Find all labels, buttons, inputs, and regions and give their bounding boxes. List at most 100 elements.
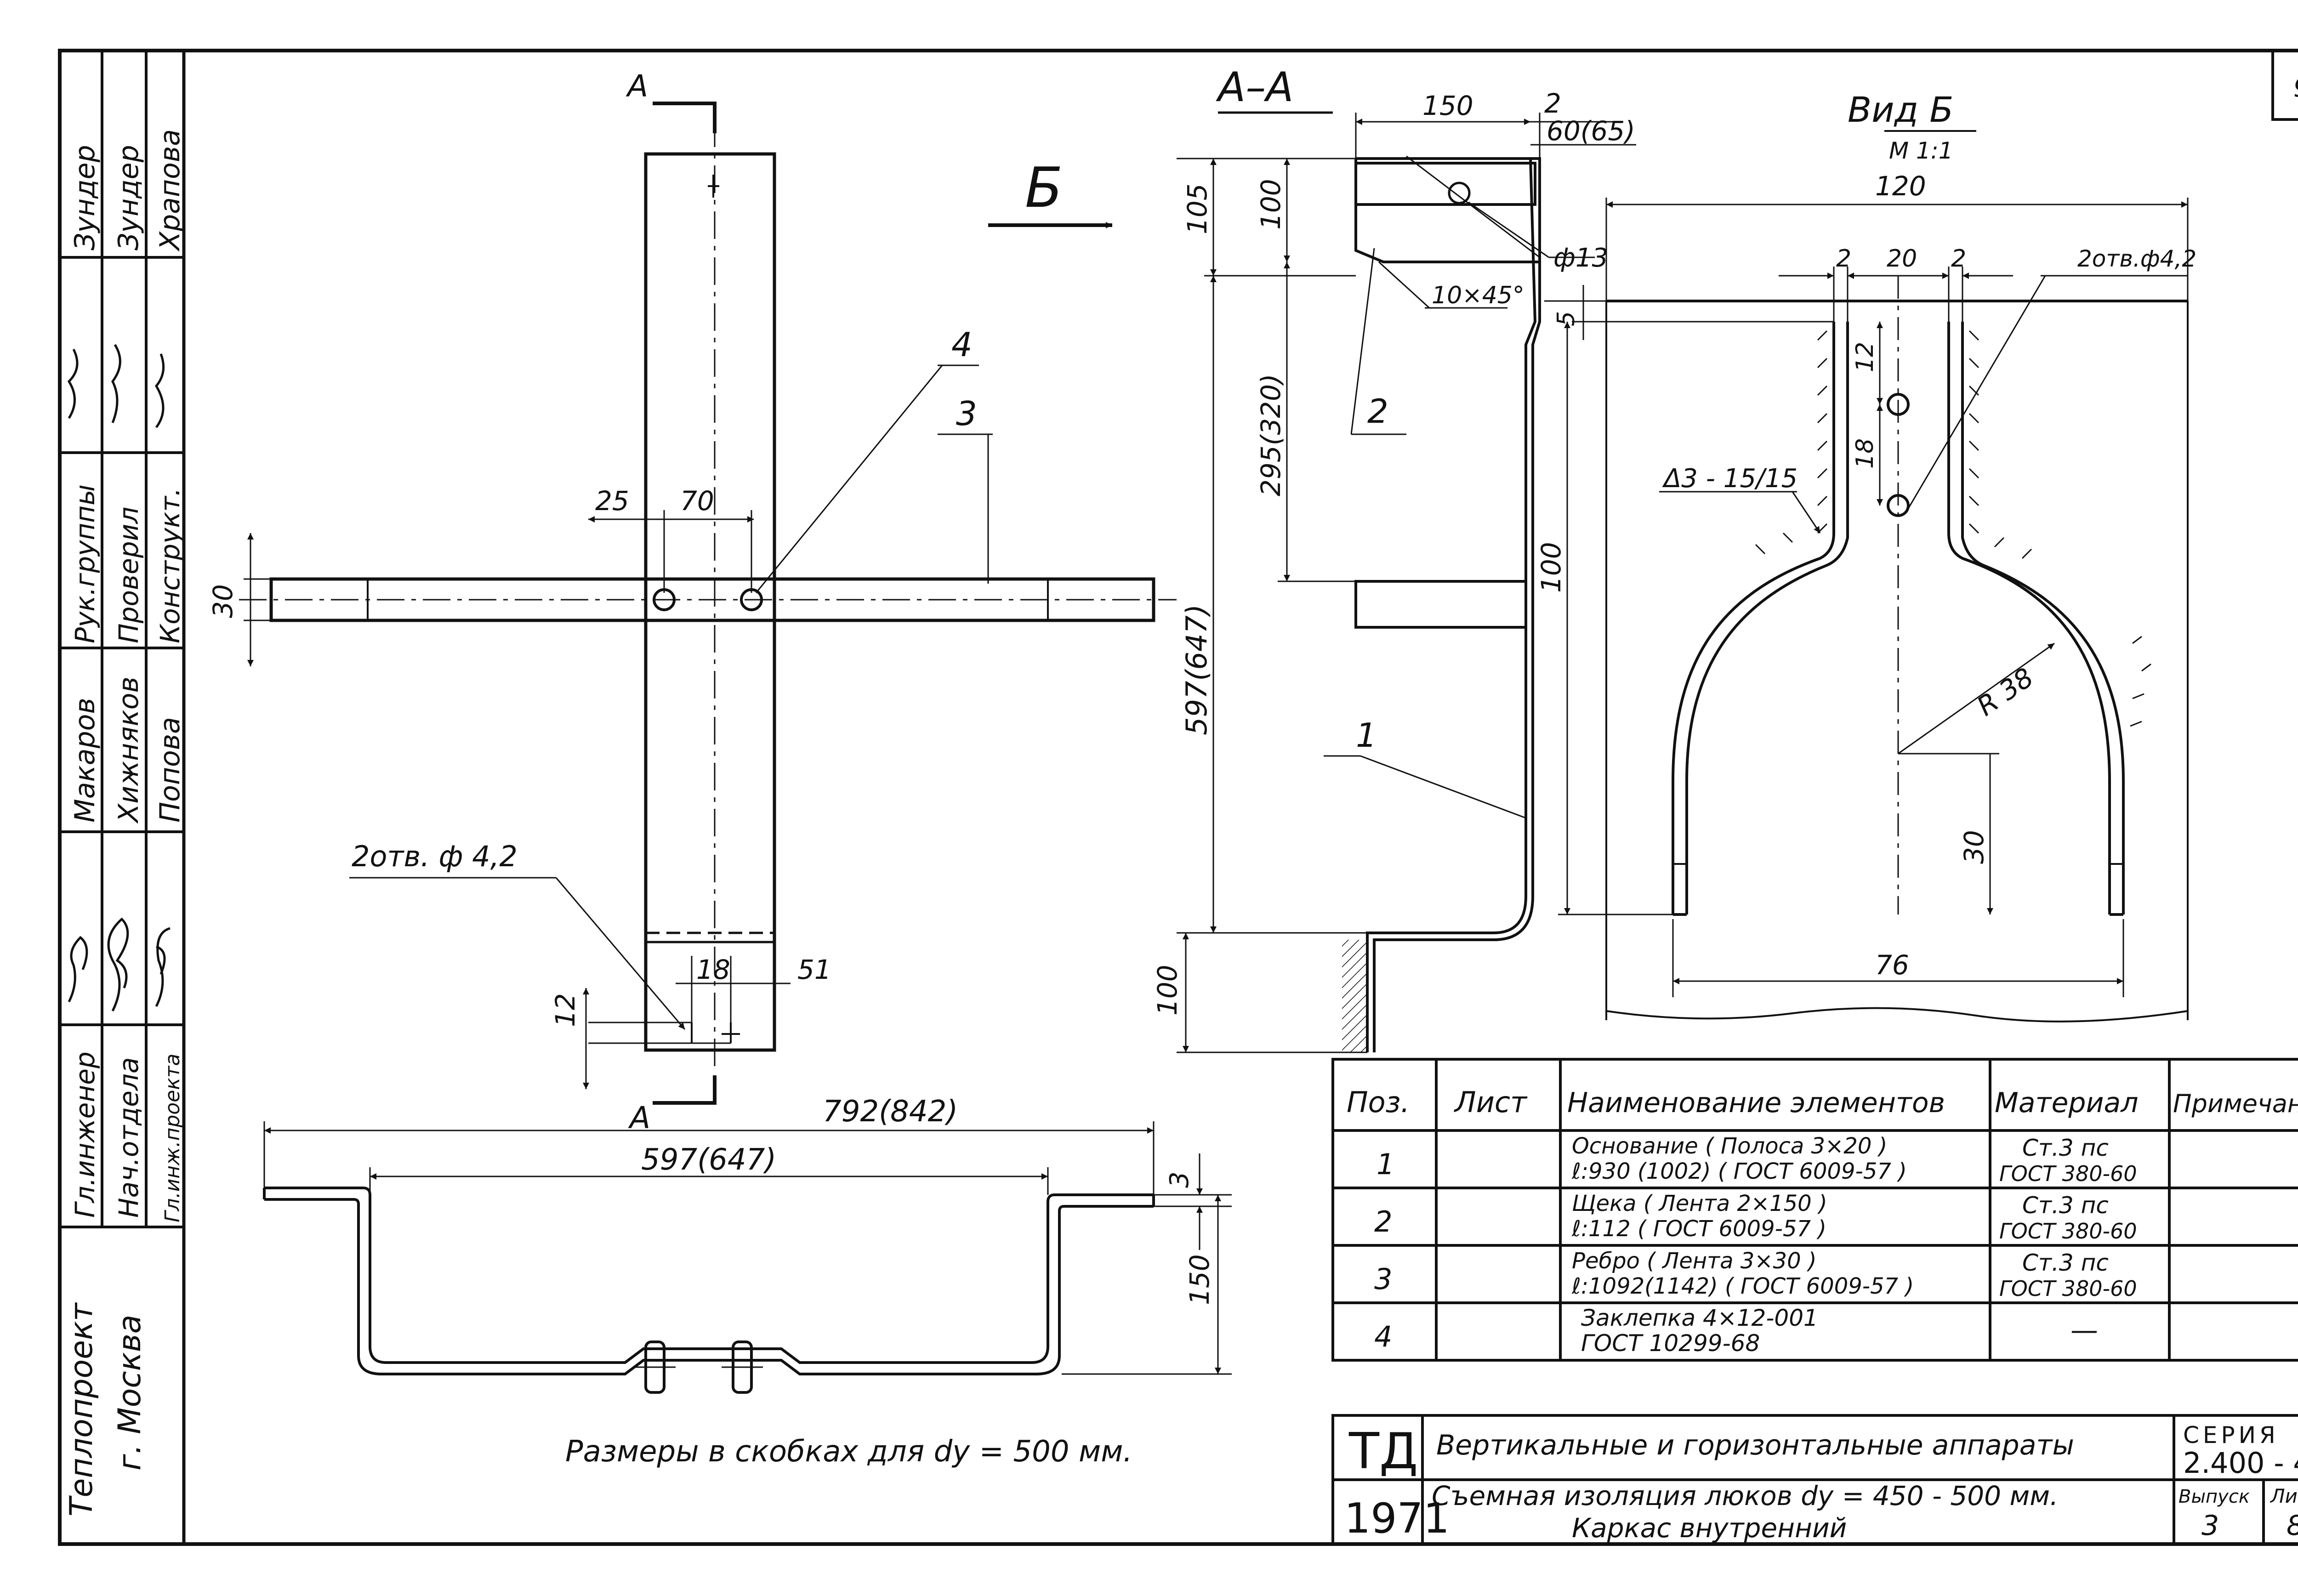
role-1: Гл.инженер [69, 1051, 101, 1218]
section-cut-marks [653, 102, 717, 1105]
series-value: 2.400 - 4 [2183, 1446, 2298, 1480]
view-arrow: Б [988, 156, 1112, 228]
dim-view-holes: 2отв.ф4,2 [2077, 245, 2196, 272]
name-5: Зундер [113, 145, 145, 250]
title-line-2: Съемная изоляция люков dу = 450 - 500 мм… [1432, 1480, 2058, 1511]
side-stamp [60, 51, 184, 1228]
dim-section-105: 105 [1182, 183, 1213, 234]
name-2: Хижняков [113, 676, 145, 824]
section-hole [1448, 182, 1471, 204]
spec-row-mat1: — [2070, 1314, 2098, 1346]
spec-table-header: Поз. Лист Наименование элементов Материа… [1347, 1085, 2298, 1119]
plan-view [239, 119, 1177, 1071]
spec-header-material: Материал [1995, 1087, 2139, 1119]
section-title: A–A [1216, 63, 1293, 111]
spec-row-name1: Щека ( Лента 2×150 ) [1572, 1191, 1827, 1216]
org-line-1: Теплопроект [63, 1302, 100, 1516]
leader-2: 2 [1367, 392, 1388, 431]
spec-row-name1: Заклепка 4×12-001 [1581, 1305, 1818, 1331]
spec-row-mat2: ГОСТ 380-60 [1999, 1219, 2137, 1244]
issue-label: Выпуск [2179, 1486, 2250, 1507]
dim-section-100a: 100 [1255, 179, 1286, 230]
view-scale: М 1:1 [1889, 137, 1953, 164]
dim-view-120: 120 [1875, 170, 1926, 202]
weld-symbol: Δ3 - 15/15 [1662, 464, 1797, 494]
dim-view-20: 20 [1887, 245, 1917, 273]
dim-section-295: 295(320) [1255, 374, 1286, 496]
organization: Теплопроект г. Москва [63, 1302, 148, 1516]
side-stamp-names: Макаров Хижняков Попова Зундер Зундер Хр… [69, 129, 186, 824]
spec-header-name: Наименование элементов [1567, 1087, 1945, 1119]
name-4: Зундер [69, 145, 101, 250]
spec-row-name1: Основание ( Полоса 3×20 ) [1572, 1133, 1887, 1159]
spec-table-grid [1331, 1058, 2298, 1362]
spec-row-pos: 4 [1374, 1320, 1392, 1353]
dim-view-r38: R 38 [1971, 662, 2039, 722]
spec-row-3: 3 Ребро ( Лента 3×30 ) ℓ:1092(1142) ( ГО… [1374, 1248, 2137, 1301]
dim-view-30: 30 [1958, 830, 1990, 864]
dim-section-60: 60(65) [1547, 115, 1635, 147]
dim-plan-holes: 2отв. ф 4,2 [352, 840, 518, 873]
spec-row-mat1: Ст.3 пс [2022, 1192, 2109, 1219]
org-line-2: г. Москва [112, 1315, 148, 1471]
dim-bottom-792: 792(842) [823, 1095, 958, 1129]
sheet-value: 84 [2287, 1510, 2298, 1542]
dim-view-2b: 2 [1951, 245, 1966, 273]
spec-row-name1: Ребро ( Лента 3×30 ) [1572, 1248, 1817, 1274]
spec-row-4: 4 Заклепка 4×12-001 ГОСТ 10299-68 — [1374, 1305, 2098, 1357]
dim-view-76: 76 [1875, 949, 1909, 981]
dim-plan-51: 51 [797, 954, 831, 985]
spec-row-2: 2 Щека ( Лента 2×150 ) ℓ:112 ( ГОСТ 6009… [1374, 1191, 2137, 1244]
title-year: 1971 [1344, 1494, 1450, 1543]
view-title: Вид Б [1848, 89, 1953, 130]
view-arrow-label: Б [1025, 156, 1063, 220]
spec-row-name2: ℓ:930 (1002) ( ГОСТ 6009-57 ) [1571, 1159, 1907, 1184]
spec-row-mat1: Ст.3 пс [2022, 1135, 2109, 1161]
dim-plan-12: 12 [550, 993, 581, 1027]
role-2: Нач.отдела [113, 1057, 144, 1218]
spec-header-sheet: Лист [1454, 1085, 1528, 1119]
name-1: Макаров [69, 698, 101, 823]
dim-section-597: 597(647) [1180, 604, 1213, 735]
spec-row-pos: 3 [1374, 1262, 1392, 1296]
section-dimensions [1177, 113, 1636, 1053]
spec-row-name2: ℓ:112 ( ГОСТ 6009-57 ) [1571, 1216, 1826, 1242]
sheet-label: Лист [2270, 1485, 2298, 1507]
bracket-note: Размеры в скобках для dу = 500 мм. [565, 1435, 1132, 1469]
issue-value: 3 [2201, 1510, 2219, 1542]
dim-section-hole: ф13 [1553, 243, 1608, 273]
role-4: Рук.группы [69, 484, 101, 643]
dim-plan-70: 70 [680, 485, 714, 517]
view-dimensions [1544, 198, 2189, 997]
sheet-number: 92 [2293, 73, 2298, 103]
dim-view-100: 100 [1536, 542, 1567, 593]
weld-marks [1755, 330, 2151, 727]
dim-plan-30: 30 [207, 584, 239, 618]
spec-row-name2: ГОСТ 10299-68 [1581, 1330, 1760, 1357]
leaders-section [1324, 248, 1526, 819]
title-line-3: Каркас внутренний [1572, 1512, 1847, 1544]
spec-header-note: Примечание [2173, 1089, 2298, 1118]
bottom-view [263, 1187, 1155, 1394]
series-label: СЕРИЯ [2183, 1422, 2279, 1448]
name-6: Храпова [154, 129, 186, 252]
spec-row-pos: 1 [1377, 1147, 1394, 1181]
dim-bottom-3: 3 [1165, 1171, 1195, 1188]
dim-bottom-597: 597(647) [641, 1143, 776, 1177]
dim-plan-25: 25 [595, 485, 629, 517]
dim-view-2a: 2 [1836, 245, 1851, 273]
role-6: Конструкт. [154, 488, 186, 643]
spec-row-mat2: ГОСТ 380-60 [1999, 1161, 2137, 1186]
plan-dimensions [244, 510, 791, 1089]
dim-plan-18: 18 [696, 954, 730, 985]
side-stamp-roles: Гл.инженер Нач.отдела Гл.инж.проекта Рук… [69, 484, 186, 1222]
role-3: Гл.инж.проекта [161, 1054, 184, 1222]
dim-section-chamfer: 10×45° [1432, 282, 1524, 309]
dim-section-150: 150 [1422, 90, 1473, 121]
spec-header-pos: Поз. [1347, 1085, 1410, 1119]
signatures [67, 344, 171, 1012]
spec-row-name2: ℓ:1092(1142) ( ГОСТ 6009-57 ) [1571, 1273, 1914, 1299]
spec-row-pos: 2 [1374, 1205, 1392, 1238]
leader-1: 1 [1356, 716, 1377, 755]
